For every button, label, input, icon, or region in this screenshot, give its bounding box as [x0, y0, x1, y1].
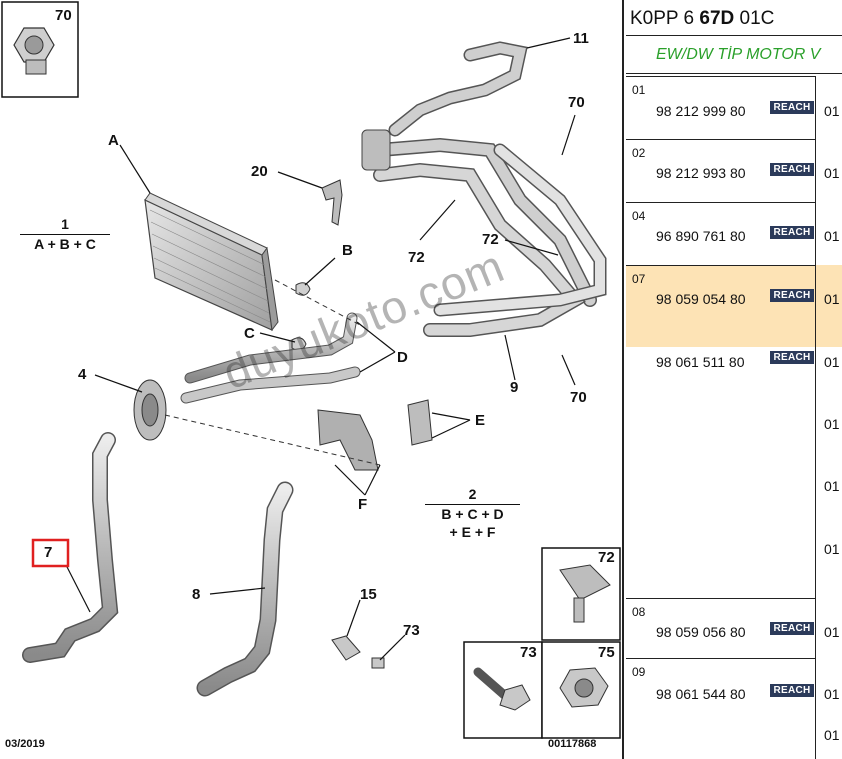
quantity: 01: [824, 478, 840, 494]
callout-73[interactable]: 73: [403, 622, 420, 639]
callout-4[interactable]: 4: [78, 366, 87, 383]
inset-box-72: [541, 547, 621, 641]
inset-box-73: [463, 641, 543, 739]
reach-badge: REACH: [770, 351, 814, 364]
callout-8[interactable]: 8: [192, 586, 201, 603]
callout-15[interactable]: 15: [360, 586, 377, 603]
callout-f[interactable]: F: [358, 496, 368, 513]
row-number: 07: [632, 272, 646, 286]
row-number: 02: [632, 146, 646, 160]
clip-15: [331, 635, 385, 669]
callout-11[interactable]: 11: [573, 30, 589, 47]
diagram-drawing: [1, 1, 621, 739]
row-number: 08: [632, 605, 646, 619]
bracket-e: [407, 399, 433, 446]
heater-pipes-d: [180, 312, 361, 404]
hose-8: [196, 481, 294, 697]
valve-body: [361, 129, 391, 171]
vehicle-code-bold: 67D: [699, 8, 735, 29]
callout-b[interactable]: B: [342, 242, 353, 259]
callout-c[interactable]: C: [244, 325, 255, 342]
callout-a[interactable]: A: [108, 132, 119, 149]
reach-badge: REACH: [770, 622, 814, 635]
parts-row[interactable]: 01 98 212 999 80 REACH 01: [626, 76, 840, 139]
callout-72-mid[interactable]: 72: [482, 231, 499, 248]
quantity: 01: [824, 103, 840, 119]
callout-73-inset[interactable]: 73: [520, 644, 537, 661]
formula-2-line1: B + C + D: [425, 504, 520, 523]
parts-row[interactable]: 08 98 059 056 80 REACH 01: [626, 598, 840, 658]
callout-7[interactable]: 7: [44, 544, 53, 561]
inset-nut-70: [1, 1, 79, 98]
reach-badge: REACH: [770, 226, 814, 239]
part-number[interactable]: 96 890 761 80: [656, 228, 746, 244]
quantity: 01: [824, 291, 840, 307]
callout-70-top[interactable]: 70: [55, 7, 72, 24]
quantity: 01: [824, 624, 840, 640]
callout-9[interactable]: 9: [510, 379, 519, 396]
part-number[interactable]: 98 059 056 80: [656, 624, 746, 640]
row-number: 01: [632, 83, 646, 97]
quantity: 01: [824, 165, 840, 181]
diagram-ref: 00117868: [548, 738, 597, 750]
quantity: 01: [824, 686, 840, 702]
pipe-assembly-9: [373, 41, 607, 337]
diagram-date: 03/2019: [5, 738, 45, 750]
inset-box-75: [541, 641, 621, 739]
leader-lines: [64, 37, 576, 661]
callout-e[interactable]: E: [475, 412, 486, 429]
grommet-4: [133, 379, 167, 441]
formula-1-number: 1: [61, 216, 69, 232]
formula-1: 1 A + B + C: [20, 215, 110, 253]
quantity: 01: [824, 354, 840, 370]
hose-7: [22, 432, 119, 663]
vehicle-code-prefix: K0PP 6: [630, 8, 700, 29]
callout-70-right[interactable]: 70: [568, 94, 585, 111]
parts-row-selected[interactable]: 07 98 059 054 80 REACH 01 98 061 511 80 …: [626, 265, 840, 598]
reach-badge: REACH: [770, 289, 814, 302]
assembly-guides: [164, 279, 381, 466]
part-number[interactable]: 98 061 544 80: [656, 686, 746, 702]
quantity: 01: [824, 228, 840, 244]
parts-row[interactable]: 09 98 061 544 80 REACH 01 01: [626, 658, 840, 759]
reach-badge: REACH: [770, 163, 814, 176]
parts-list-panel: K0PP 6 67D 01C EW/DW TİP MOTOR V 01 98 2…: [622, 0, 842, 759]
bracket-f: [317, 409, 379, 471]
heater-radiator: [144, 192, 279, 332]
callout-72-inset[interactable]: 72: [598, 549, 615, 566]
formula-1-expr: A + B + C: [20, 234, 110, 253]
bracket-20: [321, 179, 343, 226]
callout-20[interactable]: 20: [251, 163, 268, 180]
quantity: 01: [824, 541, 840, 557]
part-number[interactable]: 98 059 054 80: [656, 291, 746, 307]
formula-2-number: 2: [468, 486, 477, 502]
engine-type: EW/DW TİP MOTOR V: [626, 36, 842, 74]
selected-row-highlight: [626, 265, 842, 347]
row-number: 04: [632, 209, 646, 223]
vehicle-code-suffix: 01C: [734, 8, 775, 29]
reach-badge: REACH: [770, 684, 814, 697]
selected-callout-frame: [31, 538, 70, 568]
part-number[interactable]: 98 212 999 80: [656, 103, 746, 119]
part-number[interactable]: 98 061 511 80: [656, 354, 745, 370]
callout-72-left[interactable]: 72: [408, 249, 425, 266]
quantity: 01: [824, 416, 840, 432]
part-number[interactable]: 98 212 993 80: [656, 165, 746, 181]
callout-75-inset[interactable]: 75: [598, 644, 615, 661]
vehicle-code: K0PP 6 67D 01C: [626, 2, 842, 36]
formula-2-line2: + E + F: [449, 524, 496, 540]
row-number: 09: [632, 665, 646, 679]
parts-diagram: duyukoto.com 70 11 70 20 A B 72 72 C D 4…: [1, 1, 621, 750]
callout-70-lower[interactable]: 70: [570, 389, 587, 406]
clip-b: [295, 282, 311, 296]
formula-2: 2 B + C + D + E + F: [425, 485, 520, 541]
quantity: 01: [824, 727, 840, 743]
reach-badge: REACH: [770, 101, 814, 114]
parts-row[interactable]: 04 96 890 761 80 REACH 01: [626, 202, 840, 265]
parts-row[interactable]: 02 98 212 993 80 REACH 01: [626, 139, 840, 202]
callout-d[interactable]: D: [397, 349, 408, 366]
